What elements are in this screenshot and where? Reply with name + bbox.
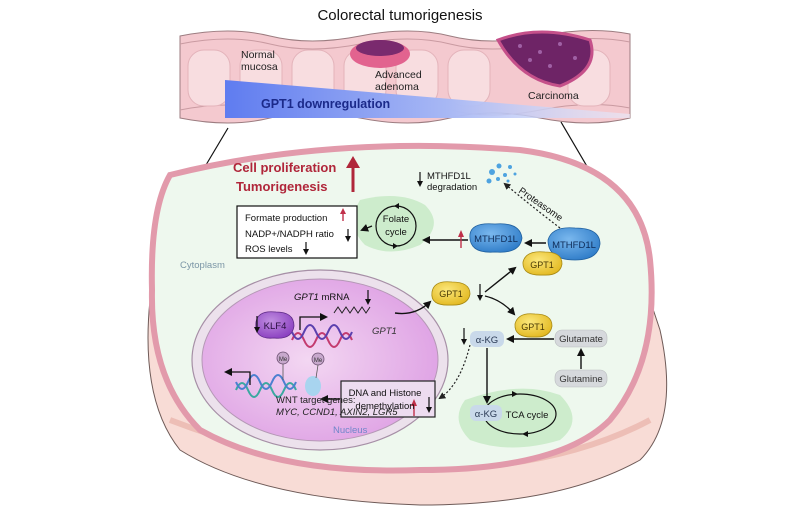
outcome-line1: Cell proliferation <box>233 160 336 175</box>
proteasome-dotted-arrow <box>503 182 561 229</box>
wnt-title: WNT target genes: <box>276 395 356 406</box>
mthfd1l-free-blob <box>469 223 523 253</box>
gpt1-gradient-wedge <box>225 80 630 118</box>
nucleosome <box>305 376 321 396</box>
outcome-line2: Tumorigenesis <box>236 179 328 194</box>
gpt1-mrna-squiggle <box>333 306 371 314</box>
akg-pill <box>470 331 504 347</box>
methyl-label-1: Me <box>279 357 288 363</box>
mthfd1l-degradation-line1: MTHFD1L <box>427 171 471 182</box>
stage-adenoma-line1: Advanced <box>375 69 422 81</box>
demethylation-box <box>340 380 436 418</box>
mrna-label: GPT1 mRNA <box>294 292 350 303</box>
mthfd1l-free-label: MTHFD1L <box>474 234 518 245</box>
gpt1-gene-helix <box>291 324 353 348</box>
glutamine-label: Glutamine <box>559 374 602 385</box>
klf4-label: KLF4 <box>264 321 287 332</box>
gpt1-center-blob <box>431 281 471 306</box>
mrna-to-gpt1-arrow <box>394 300 432 315</box>
mthfd1l-bound-label: MTHFD1L <box>552 240 596 251</box>
gpt1-lower-blob <box>514 313 553 338</box>
demethylation-line2: demethylation <box>355 401 414 412</box>
gpt1-downregulation-label: GPT1 downregulation <box>261 97 390 111</box>
glutamine-pill <box>554 369 608 388</box>
stage-carcinoma: Carcinoma <box>528 90 579 102</box>
folate-label-line2: cycle <box>385 227 407 238</box>
metabolic-item-formate: Formate production <box>245 213 327 224</box>
gpt1-center-label: GPT1 <box>439 289 463 299</box>
gpt1-bound-label: GPT1 <box>530 260 554 270</box>
tca-label: TCA cycle <box>506 410 549 421</box>
folate-label-line1: Folate <box>383 214 409 225</box>
proteasome-fragments <box>486 163 517 184</box>
gpt1-bound-blob <box>522 251 563 276</box>
mthfd1l-bound-blob <box>547 227 601 261</box>
klf4-blob <box>255 311 295 339</box>
methyl-label-2: Me <box>314 358 323 364</box>
akg-tca-label: α-KG <box>475 409 497 420</box>
gpt1-to-bound-arrow <box>484 266 517 293</box>
folate-to-box-arrow <box>360 224 373 232</box>
gpt1-gene-label: GPT1 <box>372 326 397 337</box>
stage-adenoma-line2: adenoma <box>375 81 419 93</box>
glutamate-pill <box>554 329 608 348</box>
metabolic-effects-box <box>236 205 358 259</box>
folate-zone <box>353 196 434 252</box>
mrna-gene-name: GPT1 <box>294 292 319 303</box>
stage-normal-line1: Normal <box>241 49 275 61</box>
demethylation-line1: DNA and Histone <box>349 388 422 399</box>
akg-tca-pill <box>470 405 502 421</box>
gpt1-to-lower-arrow <box>484 295 516 316</box>
cytoplasm-label: Cytoplasm <box>180 260 225 271</box>
glutamate-label: Glutamate <box>559 334 603 345</box>
metabolic-item-ros: ROS levels <box>245 244 293 255</box>
colon-strip <box>179 29 631 124</box>
stage-normal-line2: mucosa <box>241 61 278 73</box>
gpt1-lower-label: GPT1 <box>521 322 545 332</box>
wnt-transcription-arrow <box>224 368 251 385</box>
akg-to-demethylation-dotted-arrow <box>438 344 471 400</box>
metabolic-item-nadp: NADP+/NADPH ratio <box>245 229 334 240</box>
akg-label: α-KG <box>476 335 498 346</box>
direction-arrows <box>254 156 483 416</box>
wnt-genes: MYC, CCND1, AXIN2, LGR5 <box>276 407 398 418</box>
diagram-title: Colorectal tumorigenesis <box>317 7 482 24</box>
mthfd1l-degradation-line2: degradation <box>427 182 477 193</box>
gpt1-transcription-arrow <box>299 313 328 330</box>
mrna-suffix: mRNA <box>319 292 350 303</box>
wnt-gene-helix <box>235 374 297 398</box>
nucleus-label: Nucleus <box>333 425 368 436</box>
